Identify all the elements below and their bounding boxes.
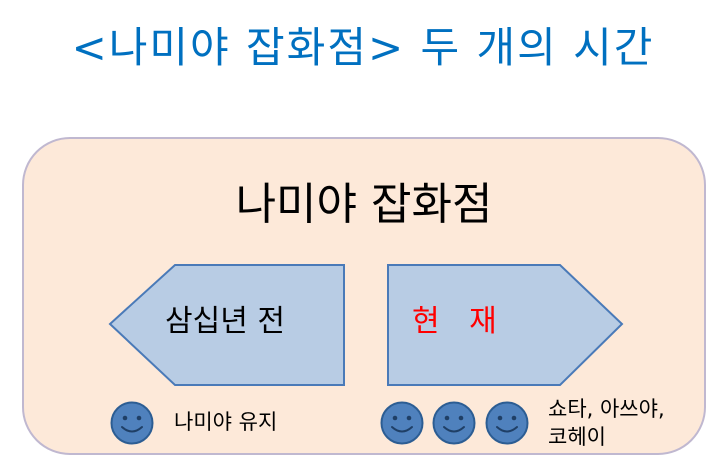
page-title: <나미야 잡화점> 두 개의 시간	[71, 23, 655, 72]
smiley-face-icon	[380, 401, 424, 445]
smiley-face-icon	[110, 401, 154, 445]
panel-title: 나미야 잡화점	[235, 179, 493, 230]
past-caption: 나미야 유지	[174, 410, 278, 434]
smiley-face-icon	[485, 401, 529, 445]
past-arrow	[108, 264, 345, 386]
smiley-face-icon	[432, 401, 476, 445]
present-label: 현 재	[412, 304, 507, 339]
past-label: 삼십년 전	[165, 304, 285, 339]
present-arrow	[387, 264, 624, 386]
present-caption-line1: 쇼타, 아쓰야,	[548, 397, 665, 421]
present-caption-line2: 코헤이	[548, 425, 606, 449]
